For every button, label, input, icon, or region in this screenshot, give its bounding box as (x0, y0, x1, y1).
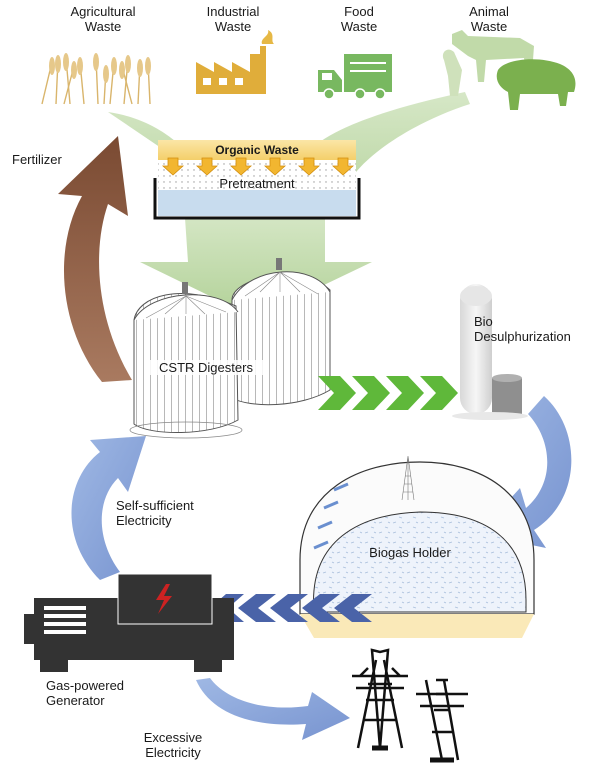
garbage-truck-icon (318, 54, 392, 100)
factory-icon (196, 30, 274, 94)
gas-to-generator-chevrons (210, 594, 372, 622)
pretreatment-label: Pretreatment (219, 176, 295, 191)
fertilizer-label: Fertilizer (12, 152, 62, 167)
lightning-bolt-icon (156, 584, 172, 614)
livestock-icon (442, 30, 576, 110)
bio-desulphurization-unit (452, 284, 528, 420)
biogas-holder (299, 455, 535, 638)
excess-electricity-arrow (196, 678, 350, 740)
wheat-icon (41, 53, 151, 105)
pretreatment-tank (153, 140, 361, 220)
fertilizer-arrow (58, 136, 132, 382)
feed-arrows (161, 157, 355, 176)
power-pylon-icon (352, 648, 468, 763)
biogas-holder-label: Biogas Holder (369, 545, 451, 560)
organic-waste-label: Organic Waste (215, 143, 299, 157)
gas-powered-generator (24, 573, 234, 672)
cstr-digesters-label: CSTR Digesters (146, 360, 266, 375)
self-sufficient-electricity-arrow (71, 436, 146, 580)
biogas-flow-chevrons (318, 376, 458, 410)
